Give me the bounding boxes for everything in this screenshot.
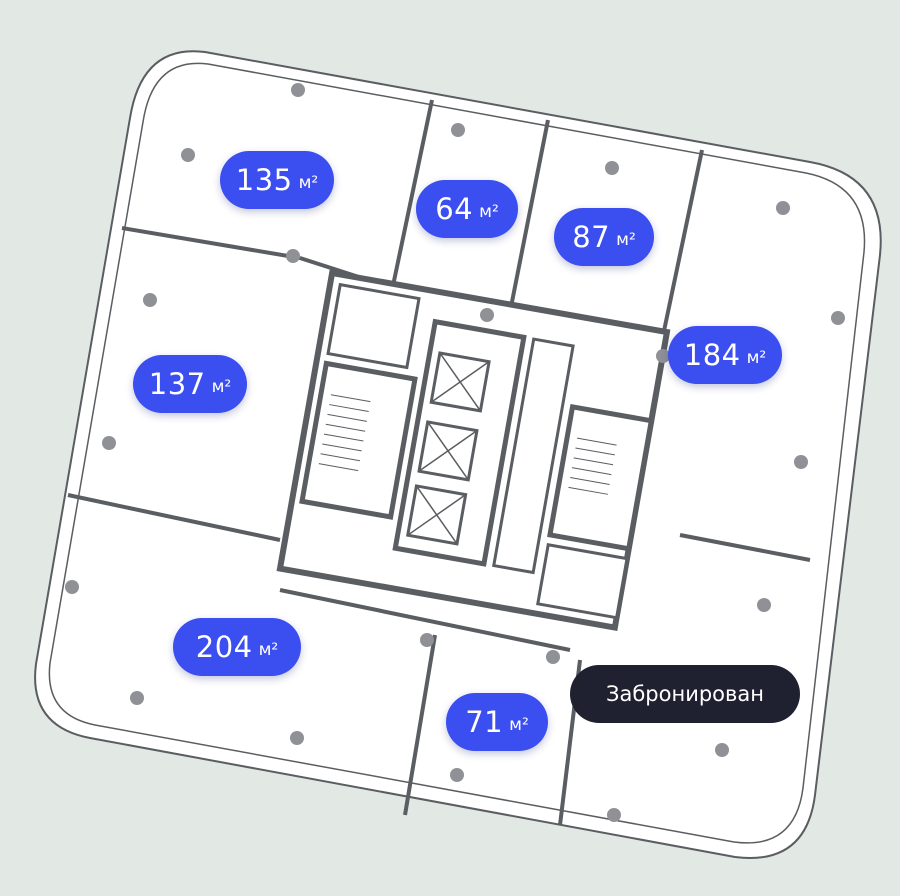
unit-badge-87[interactable]: 87 м² — [554, 208, 654, 266]
unit-area: 71 — [465, 705, 504, 739]
unit-area: 87 — [572, 220, 611, 254]
building-core — [276, 269, 671, 632]
unit-area: 137 — [148, 367, 206, 401]
unit-badge-204[interactable]: 204 м² — [173, 618, 301, 676]
unit-area: 135 — [235, 163, 293, 197]
building-inner-outline — [48, 62, 866, 844]
reserved-status-tag: Забронирован — [570, 665, 800, 723]
unit-badge-64[interactable]: 64 м² — [416, 180, 518, 238]
unit-badge-137[interactable]: 137 м² — [133, 355, 247, 413]
unit-area: 184 — [683, 338, 741, 372]
unit-suffix: м² — [211, 377, 232, 397]
unit-suffix: м² — [258, 640, 279, 660]
columns — [65, 83, 845, 822]
unit-badge-135[interactable]: 135 м² — [220, 151, 334, 209]
unit-suffix: м² — [479, 202, 499, 222]
unit-suffix: м² — [509, 715, 529, 735]
unit-area: 64 — [435, 192, 474, 226]
unit-badge-184[interactable]: 184 м² — [668, 326, 782, 384]
unit-suffix: м² — [746, 348, 767, 368]
unit-suffix: м² — [616, 230, 636, 250]
unit-badge-71[interactable]: 71 м² — [446, 693, 548, 751]
unit-suffix: м² — [298, 173, 319, 193]
unit-area: 204 — [195, 630, 253, 664]
